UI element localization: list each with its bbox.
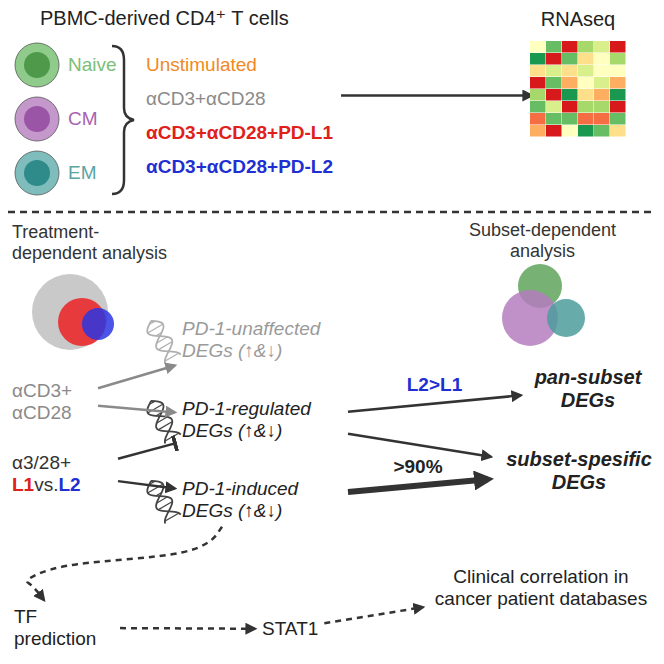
deg-group: PD-1-unaffected DEGs (↑&↓) bbox=[182, 318, 342, 362]
deg-group: PD-1-regulated DEGs (↑&↓) bbox=[182, 398, 342, 442]
connector-arrow bbox=[118, 443, 175, 458]
edge-label: >90% bbox=[390, 456, 445, 478]
connector-arrow bbox=[341, 94, 532, 97]
dna-icon bbox=[143, 476, 181, 523]
node-text: PD-1-unaffected DEGs (↑&↓) bbox=[182, 318, 342, 362]
connector-arrow bbox=[348, 479, 488, 492]
cell-circle bbox=[14, 150, 60, 196]
subset-circle: CM bbox=[14, 96, 98, 142]
connector-arrow bbox=[98, 366, 175, 389]
subset-circle: EM bbox=[14, 150, 97, 196]
separator-line bbox=[8, 211, 656, 214]
node-text: αCD3+ αCD28 bbox=[12, 380, 92, 424]
heatmap-grid bbox=[530, 41, 626, 137]
subset-venn bbox=[502, 264, 585, 346]
dna-icon bbox=[143, 316, 181, 363]
node-text: PD-1-induced DEGs (↑&↓) bbox=[182, 478, 342, 522]
node-text: αCD3+αCD28+PD-L1 bbox=[146, 122, 333, 144]
node-text: vs. bbox=[34, 474, 58, 495]
analysis-step: STAT1 bbox=[262, 618, 318, 640]
node-text: RNAseq bbox=[526, 8, 630, 31]
connector-arrow bbox=[324, 607, 423, 623]
dna-icon bbox=[143, 396, 181, 443]
node-text: Unstimulated bbox=[146, 54, 333, 76]
venn-circle bbox=[82, 308, 114, 340]
connector-arrow bbox=[348, 434, 491, 457]
node-text: EM bbox=[68, 150, 97, 196]
edge-label: L2>L1 bbox=[404, 374, 465, 396]
analysis-heading: Treatment-dependent analysis bbox=[12, 222, 182, 263]
dna-icons bbox=[143, 316, 181, 523]
node-text: Subset-dependent analysis bbox=[455, 220, 630, 261]
treatment-venn bbox=[32, 274, 114, 350]
analysis-heading: Subset-dependent analysis bbox=[455, 220, 630, 261]
node-text: L1 bbox=[12, 474, 34, 495]
connector-arrow bbox=[348, 395, 521, 411]
cell-circle bbox=[14, 42, 60, 88]
subset-circle: Naive bbox=[14, 42, 117, 88]
node-text: TF prediction bbox=[14, 606, 114, 650]
connector-arrow bbox=[27, 527, 222, 600]
node-text: Naive bbox=[68, 42, 117, 88]
node-text: Clinical correlation in cancer patient d… bbox=[430, 566, 652, 610]
analysis-step: Clinical correlation in cancer patient d… bbox=[430, 566, 652, 610]
analysis-step: TF prediction bbox=[14, 606, 114, 650]
node-text: CM bbox=[68, 96, 98, 142]
deg-class: subset-spesific DEGs bbox=[498, 448, 660, 494]
stimulus-label: α3/28+L1vs.L2 bbox=[12, 452, 112, 496]
node-text: Treatment-dependent analysis bbox=[12, 222, 182, 263]
deg-group: PD-1-induced DEGs (↑&↓) bbox=[182, 478, 342, 522]
node-text: PD-1-regulated DEGs (↑&↓) bbox=[182, 398, 342, 442]
node-text: α3/28+ bbox=[12, 452, 112, 474]
cell-circle bbox=[14, 96, 60, 142]
deg-class: pan-subset DEGs bbox=[528, 366, 648, 412]
node-text: αCD3+αCD28 bbox=[146, 88, 333, 110]
treatment-list: Unstimulated αCD3+αCD28 αCD3+αCD28+PD-L1 αC… bbox=[146, 54, 333, 177]
rnaseq-heatmap: RNAseq bbox=[526, 8, 630, 137]
node-text: STAT1 bbox=[262, 618, 318, 640]
connector-arrow bbox=[120, 627, 255, 630]
node-text: L2 bbox=[58, 474, 80, 495]
connector-arrow bbox=[98, 406, 175, 413]
venn-circle bbox=[547, 299, 585, 337]
node-text: subset-spesific DEGs bbox=[498, 448, 660, 494]
node-text: pan-subset DEGs bbox=[528, 366, 648, 412]
connector-arrow bbox=[118, 481, 175, 488]
figure-title: PBMC-derived CD4⁺ T cells bbox=[40, 6, 289, 30]
stimulus-label: αCD3+ αCD28 bbox=[12, 380, 92, 424]
node-text: αCD3+αCD28+PD-L2 bbox=[146, 156, 333, 178]
